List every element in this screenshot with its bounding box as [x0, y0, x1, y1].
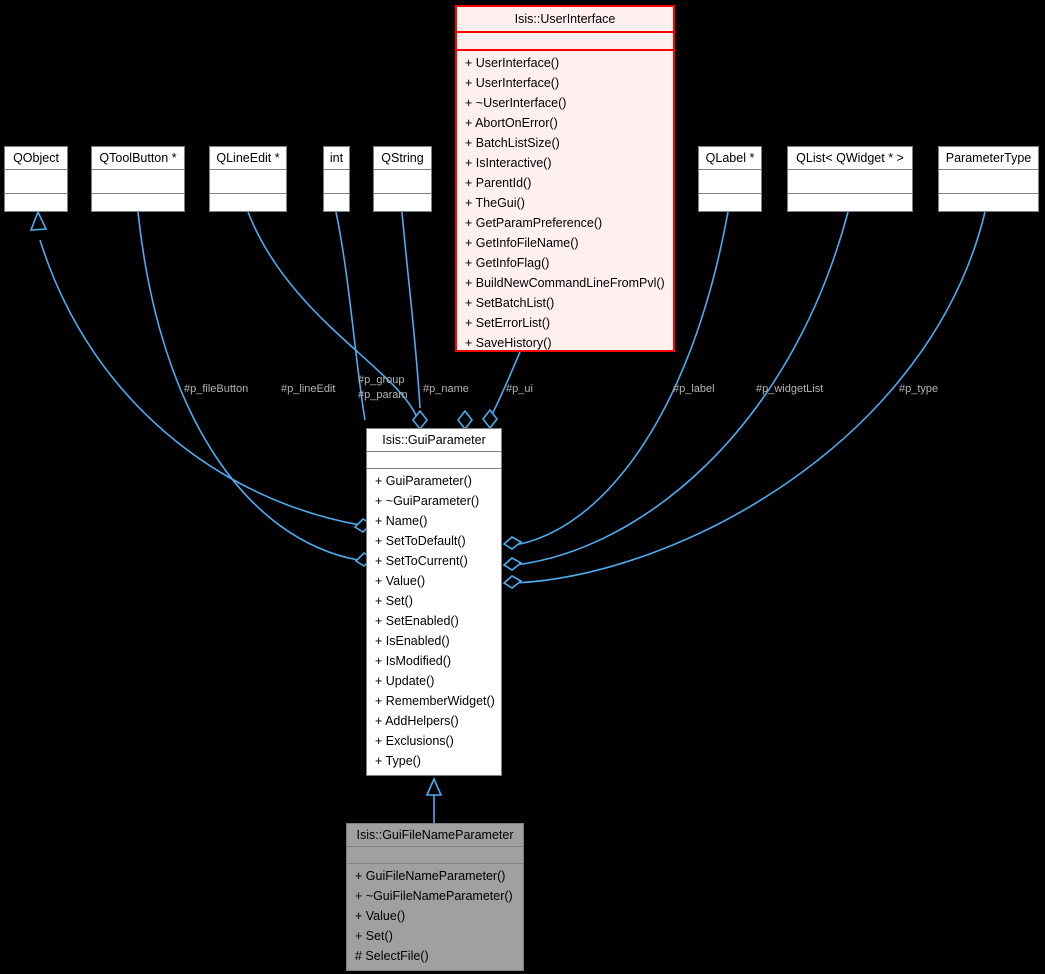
operation: + Name(): [375, 514, 428, 528]
class-title-parametertype: ParameterType: [939, 147, 1038, 170]
class-title-qobject: QObject: [5, 147, 67, 170]
class-attributes-qobject: [5, 170, 67, 194]
operation: + SetToCurrent(): [375, 554, 468, 568]
class-title-qtoolbutton: QToolButton *: [92, 147, 184, 170]
operation: + AbortOnError(): [465, 116, 558, 130]
operation: + UserInterface(): [465, 76, 560, 90]
class-title-qstring: QString: [374, 147, 431, 170]
inheritance-arrowhead-guiparameter: [425, 777, 443, 796]
operation: + SaveHistory(): [465, 336, 552, 350]
operation: + Value(): [375, 574, 426, 588]
class-operations-qlabel: [699, 194, 761, 221]
operation: + Type(): [375, 754, 421, 768]
operation: + SetToDefault(): [375, 534, 466, 548]
class-title-user-interface: Isis::UserInterface: [457, 7, 673, 33]
class-operations-qstring: [374, 194, 431, 221]
class-box-qobject[interactable]: QObject: [4, 146, 68, 212]
class-box-qlineedit[interactable]: QLineEdit *: [209, 146, 287, 212]
class-operations-qtoolbutton: [92, 194, 184, 221]
operation: + RememberWidget(): [375, 694, 495, 708]
operation: + AddHelpers(): [375, 714, 459, 728]
class-box-gui-parameter[interactable]: Isis::GuiParameter + GuiParameter() + ~G…: [366, 428, 502, 776]
operation: + SetEnabled(): [375, 614, 459, 628]
class-operations-gui-filename-parameter: + GuiFileNameParameter() + ~GuiFileNameP…: [347, 864, 523, 969]
class-box-user-interface[interactable]: Isis::UserInterface + UserInterface() + …: [455, 5, 675, 352]
operation: + SetErrorList(): [465, 316, 551, 330]
aggregation-diamond-name: [456, 409, 474, 431]
edge-label-p-lineedit: #p_lineEdit: [281, 383, 336, 395]
class-attributes-gui-parameter: [367, 452, 501, 469]
operation: + BatchListSize(): [465, 136, 560, 150]
class-operations-qlist-qwidget: [788, 194, 912, 221]
edge-label-p-name: #p_name: [423, 383, 469, 395]
operation: + Exclusions(): [375, 734, 454, 748]
aggregation-diamond-widgetlist: [502, 557, 523, 571]
class-box-qtoolbutton[interactable]: QToolButton *: [91, 146, 185, 212]
edge-label-p-label: #p_label: [673, 383, 715, 395]
edge-label-p-ui: #p_ui: [506, 383, 533, 395]
edge-label-p-type: #p_type: [899, 383, 939, 395]
class-attributes-qtoolbutton: [92, 170, 184, 194]
edge-label-p-widgetlist: #p_widgetList: [756, 383, 824, 395]
class-operations-qlineedit: [210, 194, 286, 221]
edge-label-p-group: #p_group: [358, 374, 405, 386]
class-attributes-parametertype: [939, 170, 1038, 194]
class-attributes-user-interface: [457, 33, 673, 51]
class-title-qlabel: QLabel *: [699, 147, 761, 170]
class-attributes-qlist-qwidget: [788, 170, 912, 194]
operation: + ~GuiParameter(): [375, 494, 480, 508]
operation: + IsEnabled(): [375, 634, 450, 648]
operation: + ParentId(): [465, 176, 532, 190]
class-attributes-qlineedit: [210, 170, 286, 194]
class-operations-qobject: [5, 194, 67, 221]
operation: + GetInfoFlag(): [465, 256, 550, 270]
aggregation-diamond-type: [502, 575, 523, 589]
operation: # SelectFile(): [355, 949, 429, 963]
class-box-qlist-qwidget[interactable]: QList< QWidget * >: [787, 146, 913, 212]
operation: + ~GuiFileNameParameter(): [355, 889, 513, 903]
class-title-gui-parameter: Isis::GuiParameter: [367, 429, 501, 452]
aggregation-diamond-ui: [481, 408, 499, 430]
class-title-qlineedit: QLineEdit *: [210, 147, 286, 170]
operation: + ~UserInterface(): [465, 96, 567, 110]
operation: + IsModified(): [375, 654, 452, 668]
operation: + Update(): [375, 674, 435, 688]
class-title-int: int: [324, 147, 349, 170]
class-box-gui-filename-parameter[interactable]: Isis::GuiFileNameParameter + GuiFileName…: [346, 823, 524, 971]
operation: + GetParamPreference(): [465, 216, 603, 230]
edge-label-p-filebutton: #p_fileButton: [184, 383, 249, 395]
class-title-qlist-qwidget: QList< QWidget * >: [788, 147, 912, 170]
class-attributes-qstring: [374, 170, 431, 194]
class-attributes-qlabel: [699, 170, 761, 194]
operation: + Set(): [375, 594, 413, 608]
class-box-qlabel[interactable]: QLabel *: [698, 146, 762, 212]
operation: + UserInterface(): [465, 56, 560, 70]
operation: + SetBatchList(): [465, 296, 555, 310]
class-attributes-int: [324, 170, 349, 194]
class-operations-parametertype: [939, 194, 1038, 221]
operation: + BuildNewCommandLineFromPvl(): [465, 276, 665, 290]
aggregation-diamond-group: [411, 409, 429, 431]
operation: + GuiParameter(): [375, 474, 472, 488]
class-operations-user-interface: + UserInterface() + UserInterface() + ~U…: [457, 51, 673, 356]
edge-p-name: [401, 211, 421, 409]
class-title-gui-filename-parameter: Isis::GuiFileNameParameter: [347, 824, 523, 847]
class-box-int[interactable]: int: [323, 146, 350, 212]
operation: + Value(): [355, 909, 406, 923]
class-box-qstring[interactable]: QString: [373, 146, 432, 212]
class-operations-int: [324, 194, 349, 221]
operation: + Set(): [355, 929, 393, 943]
operation: + IsInteractive(): [465, 156, 552, 170]
operation: + TheGui(): [465, 196, 525, 210]
class-box-parametertype[interactable]: ParameterType: [938, 146, 1039, 212]
class-operations-gui-parameter: + GuiParameter() + ~GuiParameter() + Nam…: [367, 469, 501, 774]
operation: + GuiFileNameParameter(): [355, 869, 506, 883]
edge-label-p-param: #p_param: [358, 389, 408, 401]
aggregation-diamond-label: [502, 536, 523, 550]
operation: + GetInfoFileName(): [465, 236, 579, 250]
class-attributes-gui-filename-parameter: [347, 847, 523, 864]
